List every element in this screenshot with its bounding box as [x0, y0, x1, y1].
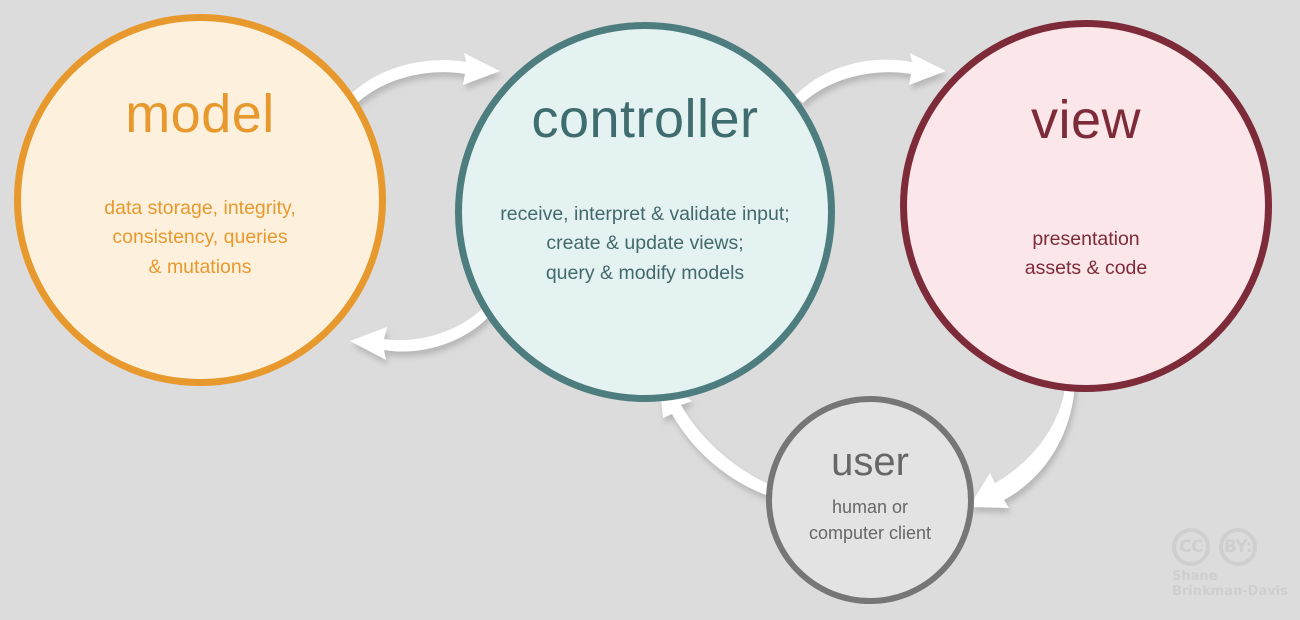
node-model[interactable]: model data storage, integrity, consisten…	[14, 14, 386, 386]
node-user[interactable]: user human or computer client	[766, 396, 974, 604]
creative-commons-badge: CC BY: Shane Brinkman-Davis	[1172, 528, 1290, 608]
author-credit: Shane Brinkman-Davis	[1172, 569, 1288, 599]
arrow-controller-to-view	[795, 53, 946, 103]
node-user-title: user	[831, 440, 909, 484]
node-view-title: view	[1030, 90, 1142, 150]
attribution-icon: BY:	[1219, 528, 1257, 566]
node-user-description: human or computer client	[808, 497, 932, 544]
node-model-title: model	[125, 84, 275, 144]
node-controller[interactable]: controller receive, interpret & validate…	[455, 22, 835, 402]
arrow-controller-to-model	[350, 304, 494, 360]
node-view[interactable]: view presentation assets & code	[900, 20, 1272, 392]
node-view-description: presentation assets & code	[1024, 228, 1148, 280]
node-model-description: data storage, integrity, consistency, qu…	[104, 197, 296, 278]
arrow-model-to-controller	[348, 53, 500, 104]
arrow-view-to-user	[969, 381, 1075, 508]
cc-marks: CC BY:	[1172, 528, 1290, 566]
node-controller-description: receive, interpret & validate input; cre…	[500, 203, 790, 284]
node-controller-title: controller	[531, 89, 759, 149]
creative-commons-icon: CC	[1172, 528, 1210, 566]
